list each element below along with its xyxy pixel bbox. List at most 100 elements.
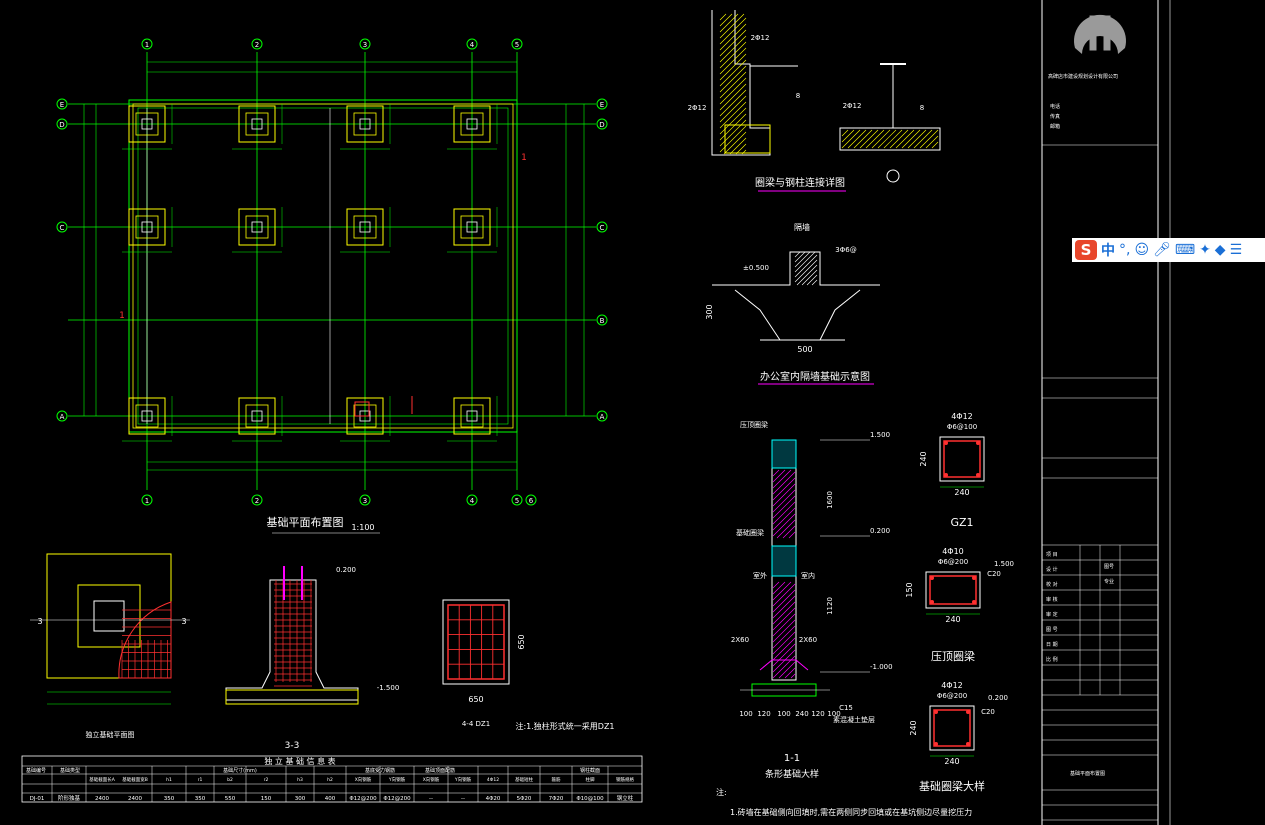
footing-title: 独立基础平面图 xyxy=(86,730,135,739)
hatch xyxy=(841,129,939,149)
dim-label: 1600 xyxy=(826,491,834,509)
dim-label: 120 xyxy=(811,710,824,718)
menu-icon[interactable]: ☰ xyxy=(1229,242,1243,258)
hatch-line xyxy=(719,125,747,153)
footing-inner xyxy=(245,404,269,428)
footing-inner xyxy=(353,404,377,428)
table-cell: DJ-01 xyxy=(30,796,45,802)
footing-outer xyxy=(238,397,276,435)
footing-outer xyxy=(46,553,172,679)
footing xyxy=(122,104,173,150)
dim-label: 240 xyxy=(795,710,808,718)
table-header: 基础尺寸(mm) xyxy=(223,767,257,774)
table-subheader: h3 xyxy=(297,777,303,783)
hatch-line xyxy=(735,143,747,155)
beam xyxy=(724,124,771,154)
axis-label-bottom: 4 xyxy=(470,497,475,505)
hatch-line xyxy=(772,471,796,495)
stirrup xyxy=(943,440,981,478)
detail-label: 3Φ6@ xyxy=(835,246,856,254)
ime-lang-toggle[interactable]: 中 xyxy=(1101,243,1115,259)
column xyxy=(466,221,478,233)
detail-label: 素混凝土垫层 xyxy=(833,715,875,724)
axis-bubble-top xyxy=(251,38,263,50)
stirrup-label: Φ6@100 xyxy=(947,423,977,431)
elev-label: -1.500 xyxy=(377,684,400,692)
stirrup-label: Φ6@200 xyxy=(937,692,967,700)
tools-icon[interactable]: ✦ xyxy=(1199,242,1211,258)
rebar xyxy=(934,710,938,714)
drawing-name: 基础平面布置图 xyxy=(1070,770,1105,777)
sogou-logo-icon[interactable]: S xyxy=(1075,240,1097,260)
hatch-line xyxy=(776,519,796,539)
footing xyxy=(122,207,173,253)
axis-label-left: D xyxy=(59,121,64,129)
mic-icon[interactable]: 🎤︎ xyxy=(1153,242,1171,258)
table-cell: Φ10@100 xyxy=(576,796,604,802)
stirrup xyxy=(447,604,505,680)
hatch-line xyxy=(794,251,806,263)
tb-row-label: 日 期 xyxy=(1046,642,1058,648)
table-subheader: 钢筋规格 xyxy=(616,776,634,783)
concrete-label: C20 xyxy=(981,708,995,716)
table-header: 基础类型 xyxy=(60,767,80,774)
hatch-line xyxy=(796,264,818,286)
column xyxy=(93,600,125,632)
hatch-line xyxy=(794,254,818,278)
hatch-line xyxy=(719,13,745,39)
hatch-line xyxy=(801,269,818,286)
footing-step xyxy=(77,584,141,648)
hatch-line xyxy=(719,13,733,27)
hatch-line xyxy=(806,274,818,286)
logo-bar xyxy=(1089,15,1097,51)
section-outline xyxy=(442,599,510,685)
beam-outline-inner2 xyxy=(137,107,509,425)
table-subheader: r2 xyxy=(264,777,269,783)
section-outline xyxy=(225,579,359,701)
hatch-line xyxy=(719,41,747,69)
table-border xyxy=(21,755,643,803)
footing xyxy=(340,396,391,442)
table-subheader: Y向钢筋 xyxy=(388,776,406,783)
hatch-line xyxy=(719,17,747,45)
hatch-line xyxy=(794,251,811,268)
footing-outer xyxy=(346,397,384,435)
column xyxy=(251,221,263,233)
keyboard-icon[interactable]: ⌨ xyxy=(1174,242,1196,258)
axis-bubble-bottom xyxy=(251,494,263,506)
detail-label: 室内 xyxy=(801,571,815,580)
table-header: 基底受力钢筋 xyxy=(365,767,395,774)
detail-label: 隔墙 xyxy=(794,222,810,232)
ime-toolbar[interactable]: S 中 °, ☺ 🎤︎ ⌨ ✦ ◆ ☰ xyxy=(1072,238,1265,262)
hatch-line xyxy=(772,643,796,667)
footing-outer xyxy=(128,208,166,246)
detail-label: 500 xyxy=(797,345,812,354)
detail-label: 压顶圈梁 xyxy=(740,420,768,429)
table-subheader: h2 xyxy=(327,777,333,783)
beam-title: 基础圈梁大样 xyxy=(919,779,985,793)
hatch xyxy=(719,13,747,155)
axis-bubble-bottom xyxy=(511,494,523,506)
emoji-icon[interactable]: ☺ xyxy=(1134,242,1150,258)
tb-row-label: 设 计 xyxy=(1046,566,1058,573)
detail-title: 办公室内隔墙基础示意图 xyxy=(760,370,870,383)
skin-icon[interactable]: ◆ xyxy=(1214,242,1226,258)
beam-outline xyxy=(128,99,518,433)
hatch-line xyxy=(772,501,796,525)
table-cell: 4Φ20 xyxy=(486,796,501,802)
axis-bubble-left xyxy=(56,118,68,130)
hatch-line xyxy=(782,525,796,539)
footing-outer xyxy=(238,208,276,246)
table-cell: Φ12@200 xyxy=(383,796,411,802)
table-cell: 150 xyxy=(261,796,272,802)
hatch-line xyxy=(901,129,921,149)
footing-outer xyxy=(128,397,166,435)
hatch-line xyxy=(794,251,801,258)
hatch-line xyxy=(772,607,796,631)
ime-punct-toggle[interactable]: °, xyxy=(1119,242,1131,258)
table-header: 基础编号 xyxy=(26,767,46,774)
table-header: 基础顶面配筋 xyxy=(425,767,455,774)
